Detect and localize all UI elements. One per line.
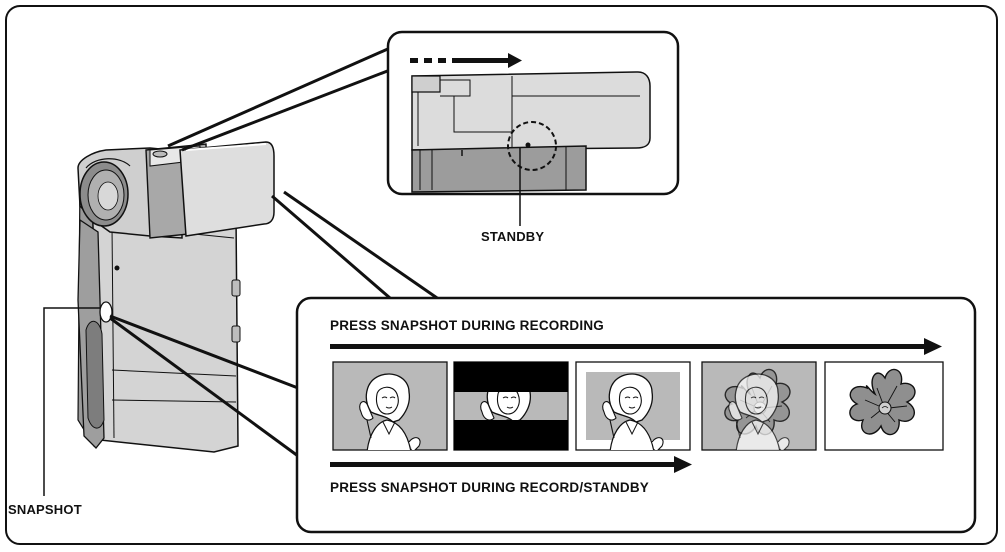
frame-5-flower: [824, 361, 944, 451]
snapshot-callout-lines: [109, 314, 299, 458]
frame-1-full-image: [332, 361, 448, 451]
snapshot-leader-line: [43, 307, 100, 496]
standby-inset: [386, 30, 680, 196]
during-record-standby-label: PRESS SNAPSHOT DURING RECORD/STANDBY: [330, 480, 649, 495]
camcorder-illustration: [77, 141, 275, 453]
standby-label: STANDBY: [481, 229, 545, 244]
during-recording-label: PRESS SNAPSHOT DURING RECORDING: [330, 318, 604, 333]
snapshot-label: SNAPSHOT: [8, 502, 82, 517]
record-standby-arrow: [330, 456, 692, 473]
zoom-lines-top: [167, 46, 391, 152]
recording-arrow: [330, 338, 942, 355]
frame-3-gray-border: [575, 361, 691, 451]
snapshot-button: [99, 301, 113, 323]
slide-arrow: [410, 53, 522, 68]
zoom-lines-bottom: [271, 190, 441, 302]
frame-4-overlap: [701, 361, 817, 451]
frame-2-black-bars: [453, 361, 569, 451]
